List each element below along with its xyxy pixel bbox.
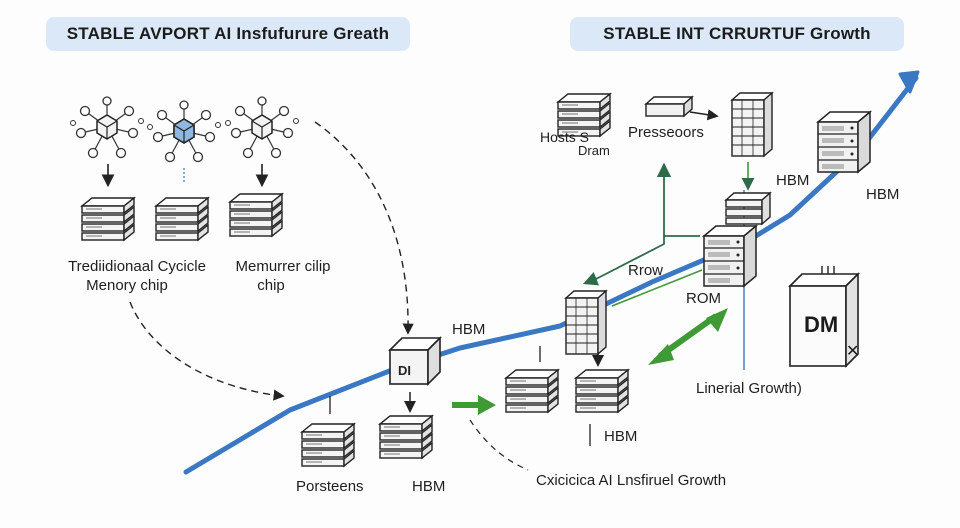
label-rrow: Rrow xyxy=(628,262,664,279)
label-memory-chip: Menory chip xyxy=(86,277,168,294)
trend-arrow-head xyxy=(898,70,920,94)
chip-stack-icon xyxy=(155,197,209,241)
label-dram: Dram xyxy=(578,143,610,158)
server-rack-icon xyxy=(703,225,757,287)
arrow-icon xyxy=(689,109,719,121)
chip-stack-icon xyxy=(229,193,283,237)
center-chip-icon xyxy=(388,336,442,386)
green-arrow-icon xyxy=(452,395,496,415)
dashed-flow-curve xyxy=(314,121,414,335)
header-stable-infrastructure: STABLE AVPORT AI Insfufurure Greath xyxy=(46,17,410,51)
chip-stack-icon xyxy=(575,369,629,413)
label-hbm-bottom: HBM xyxy=(412,478,446,495)
dm-box-cross: ✕ xyxy=(846,341,859,360)
label-traditional-cycle: Trediidionaal Cycicle xyxy=(68,258,206,275)
network-cluster-icon xyxy=(69,96,145,159)
server-rack-icon xyxy=(817,111,871,173)
dark-green-flow xyxy=(597,235,700,279)
label-hbm-right-b: HBM xyxy=(866,186,900,203)
chip-stack-icon xyxy=(379,415,433,459)
label-cyclic-growth: Cxicicica AI Lnsfiruel Growth xyxy=(536,472,727,489)
dark-green-flow xyxy=(582,271,600,286)
chip-stack-icon xyxy=(724,191,772,226)
label-hosts-s: Hosts S xyxy=(540,129,590,145)
label-presseoors: Presseoors xyxy=(628,124,704,141)
double-green-arrow-icon xyxy=(648,308,728,365)
label-hbm-mid-bottom: HBM xyxy=(604,428,638,445)
drawer-box-icon xyxy=(644,95,694,118)
green-connector xyxy=(611,269,703,307)
label-rom: ROM xyxy=(686,290,721,307)
label-hbm-center: HBM xyxy=(452,321,486,338)
dashed-flow-curve xyxy=(469,419,529,471)
label-chip: chip xyxy=(257,277,285,294)
chip-stack-icon xyxy=(301,423,355,467)
server-rack-icon xyxy=(731,92,773,157)
center-chip-label: DI xyxy=(398,363,411,378)
network-cluster-icon xyxy=(224,96,300,159)
label-hbm-right-a: HBM xyxy=(776,172,810,189)
label-memurrer-chip: Memurrer cilip xyxy=(235,258,331,275)
header-stable-growth: STABLE INT CRRURTUF Growth xyxy=(570,17,904,51)
chip-stack-icon xyxy=(505,369,559,413)
server-rack-icon xyxy=(565,290,607,355)
chip-stack-icon xyxy=(81,197,135,241)
label-porsteens: Porsteens xyxy=(296,478,364,495)
dm-box-icon xyxy=(788,266,860,368)
label-linear-growth: Linerial Growth) xyxy=(696,380,802,397)
network-cluster-icon xyxy=(146,100,222,163)
dm-box-label: DM xyxy=(804,312,838,337)
dashed-flow-curve xyxy=(129,301,285,401)
